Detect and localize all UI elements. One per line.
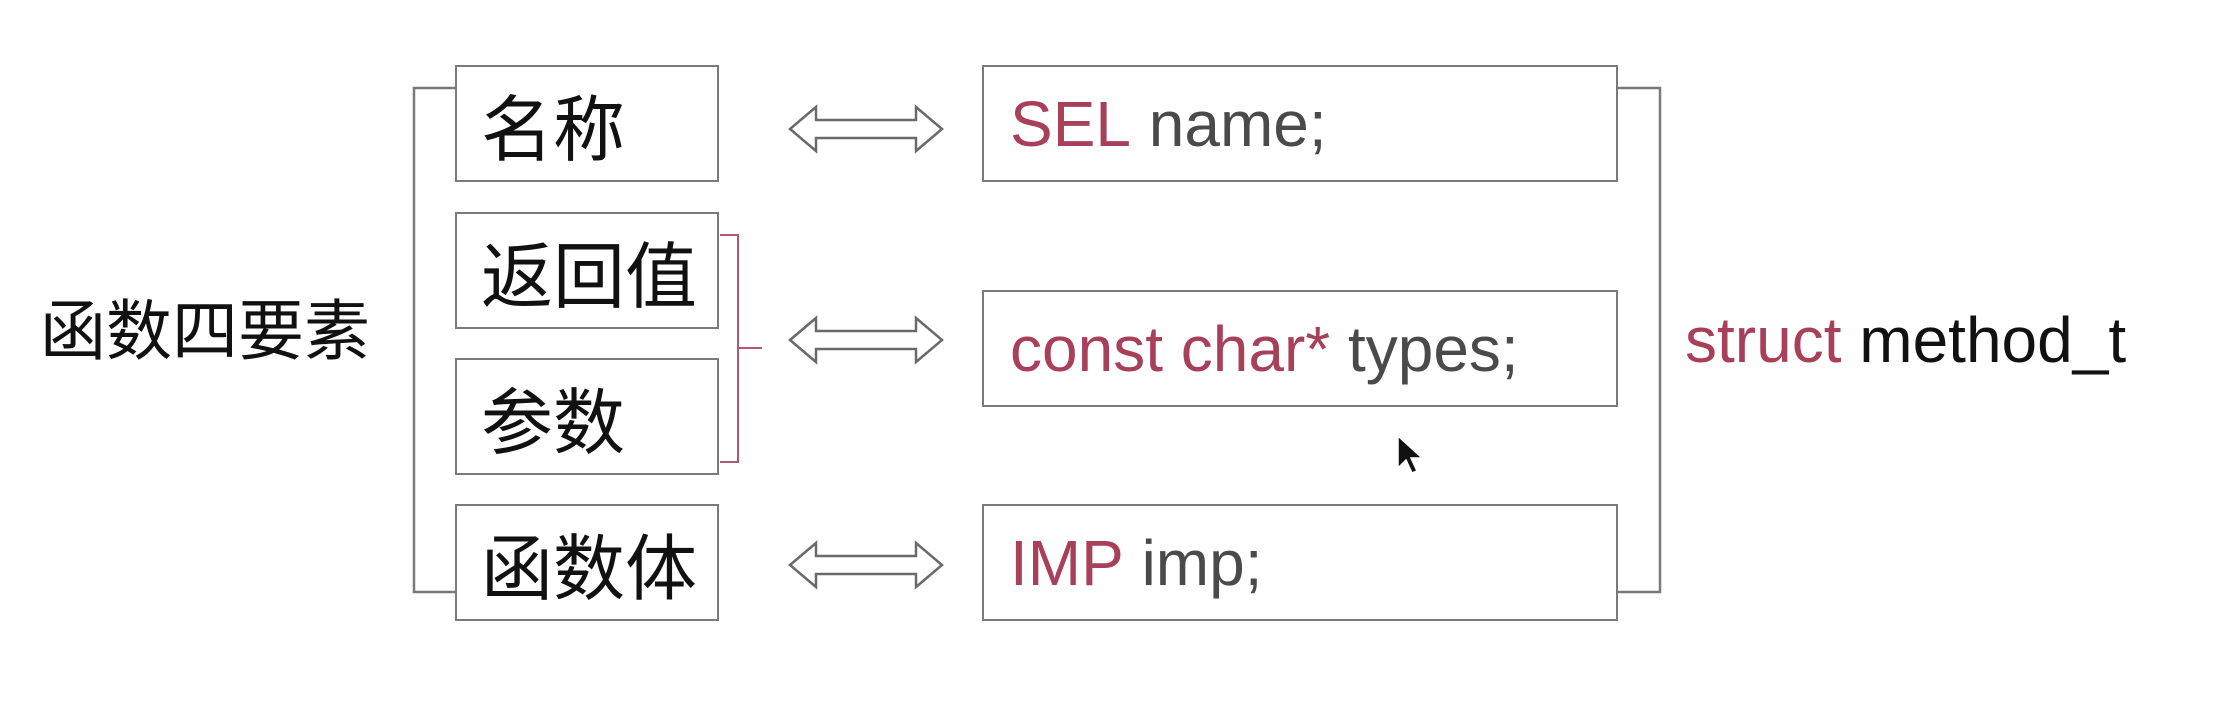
imp-box: IMP imp; bbox=[982, 504, 1618, 621]
double-arrow-imp bbox=[788, 540, 944, 590]
element-params-box: 参数 bbox=[455, 358, 719, 475]
function-four-elements-label: 函数四要素 bbox=[40, 293, 370, 370]
element-return-value-label: 返回值 bbox=[481, 235, 698, 319]
mouse-cursor-icon bbox=[1397, 434, 1424, 474]
struct-name: method_t bbox=[1841, 304, 2127, 376]
element-params-label: 参数 bbox=[481, 381, 626, 465]
types-identifier: types; bbox=[1330, 312, 1519, 385]
element-return-value-box: 返回值 bbox=[455, 212, 719, 329]
struct-method-t-label: struct method_t bbox=[1685, 300, 2230, 380]
struct-keyword: struct bbox=[1685, 304, 1842, 376]
imp-identifier: imp; bbox=[1123, 526, 1263, 599]
double-arrow-name bbox=[788, 104, 944, 154]
return-params-brace bbox=[720, 234, 762, 463]
element-body-box: 函数体 bbox=[455, 504, 719, 621]
element-name-label: 名称 bbox=[481, 88, 626, 172]
right-bracket bbox=[1618, 86, 1662, 594]
imp-keyword: IMP bbox=[1010, 526, 1124, 599]
sel-name-box: SEL name; bbox=[982, 65, 1618, 182]
element-name-box: 名称 bbox=[455, 65, 719, 182]
types-keyword: const char* bbox=[1010, 312, 1331, 385]
left-bracket bbox=[412, 86, 456, 594]
types-box: const char* types; bbox=[982, 290, 1618, 407]
double-arrow-types bbox=[788, 315, 944, 365]
element-body-label: 函数体 bbox=[481, 527, 698, 611]
sel-identifier: name; bbox=[1130, 87, 1327, 160]
sel-keyword: SEL bbox=[1010, 87, 1131, 160]
